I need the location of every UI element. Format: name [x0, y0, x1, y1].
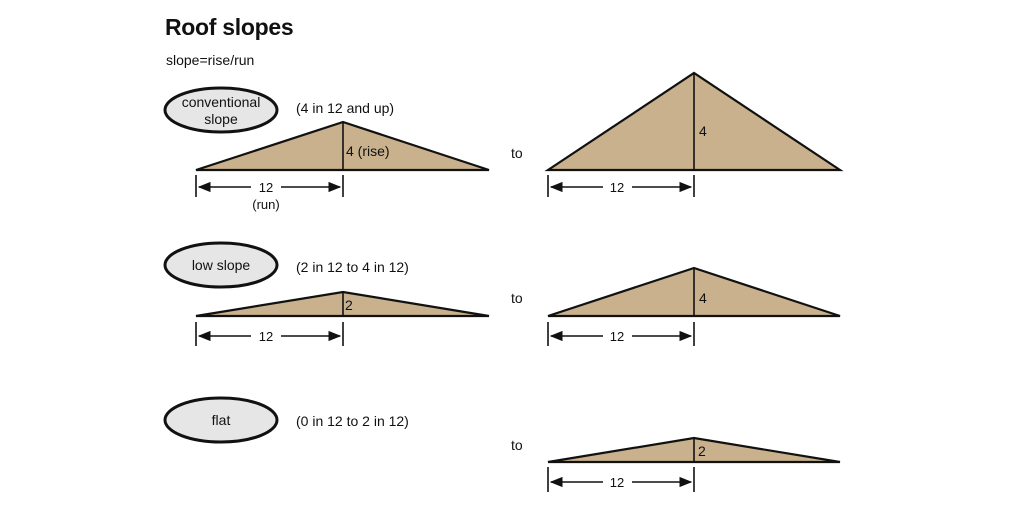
- rise-label: 4: [699, 123, 707, 139]
- slope-range-label: (0 in 12 to 2 in 12): [296, 413, 409, 429]
- rise-label: 4 (rise): [346, 143, 390, 159]
- category-label-line1: flat: [212, 412, 231, 428]
- category-pill-conventional: [163, 86, 279, 134]
- slope-formula: slope=rise/run: [166, 52, 255, 68]
- category-label-line2: slope: [204, 111, 238, 127]
- diagram-title: Roof slopes: [165, 14, 294, 40]
- to-label: to: [511, 437, 523, 453]
- category-label-line1: conventional: [182, 94, 261, 110]
- category-label-line1: low slope: [192, 257, 251, 273]
- run-label: 12: [610, 329, 624, 344]
- rise-label: 2: [698, 443, 706, 459]
- to-label: to: [511, 290, 523, 306]
- run-label: 12: [259, 329, 273, 344]
- run-sub-label: (run): [252, 197, 279, 212]
- run-label: 12: [610, 475, 624, 490]
- run-label: 12: [259, 180, 273, 195]
- to-label: to: [511, 145, 523, 161]
- rise-label: 4: [699, 290, 707, 306]
- category-pill-low-slope: [163, 241, 279, 289]
- run-label: 12: [610, 180, 624, 195]
- slope-range-label: (2 in 12 to 4 in 12): [296, 259, 409, 275]
- category-pill-flat: [163, 396, 279, 444]
- slope-range-label: (4 in 12 and up): [296, 100, 394, 116]
- rise-label: 2: [345, 297, 353, 313]
